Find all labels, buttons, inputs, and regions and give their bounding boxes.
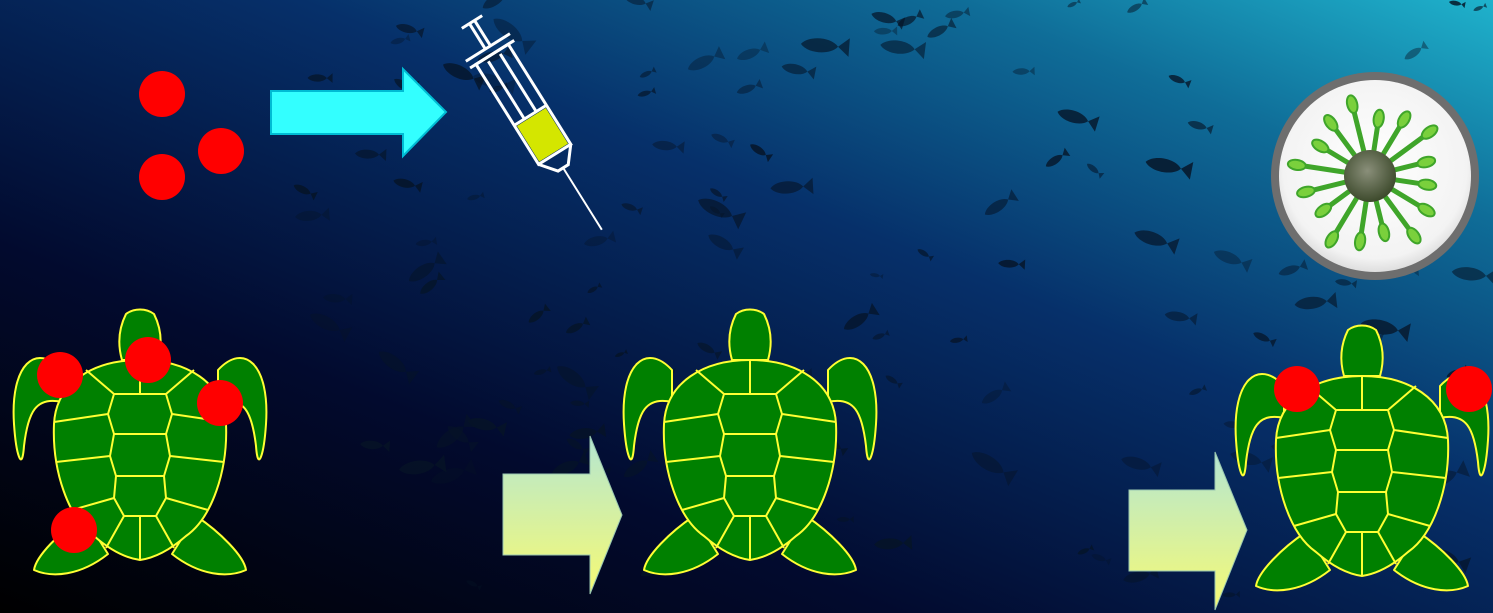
virus-icon <box>1271 72 1479 280</box>
tumor-icon <box>125 337 171 383</box>
tumor-icon <box>51 507 97 553</box>
tumor-icon <box>1274 366 1320 412</box>
tumor-icon <box>1446 366 1492 412</box>
tumor-icon <box>197 380 243 426</box>
tumor-icon <box>37 352 83 398</box>
